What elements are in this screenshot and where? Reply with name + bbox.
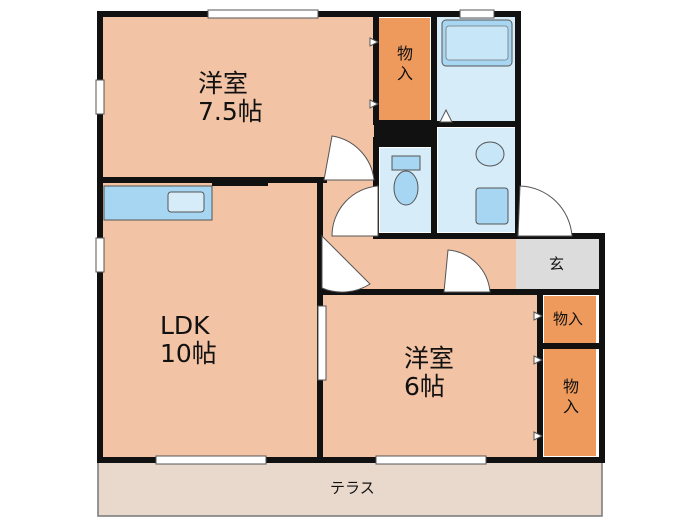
wall-block-a: [374, 120, 436, 146]
window-ldk-left: [95, 237, 105, 273]
closet-top-char1: 物: [396, 44, 413, 63]
closet-top-char2: 入: [396, 64, 413, 83]
sliding-door-ldk: [317, 305, 327, 381]
ldk-size: 10帖: [160, 339, 217, 368]
western-room-b-size: 6帖: [404, 372, 445, 401]
ldk-label: LDK 10帖: [160, 312, 217, 368]
bath-door-mark: [439, 108, 453, 123]
door-ldk: [321, 234, 371, 293]
window-ldk-bottom: [155, 455, 267, 465]
window-room-b-bottom: [375, 455, 487, 465]
door-room-a: [323, 135, 375, 181]
western-room-b-name: 洋室: [404, 344, 455, 373]
entrance-text: 玄: [549, 255, 565, 273]
ldk-fill: [100, 182, 320, 458]
entrance-fill: [516, 236, 600, 292]
door-toilet: [331, 185, 379, 237]
closet-low-char1: 物: [562, 377, 579, 396]
western-room-a-name: 洋室: [198, 69, 249, 98]
closet-mid-mark: [533, 311, 544, 321]
windows: [95, 9, 495, 465]
fixtures: [103, 19, 513, 225]
doors: [317, 135, 573, 381]
terrace-text: テラス: [330, 479, 375, 497]
western-room-a-size: 7.5帖: [198, 97, 263, 126]
closet-low-fill: [544, 348, 596, 456]
toilet-bowl: [393, 170, 419, 206]
western-room-a-fill: [100, 14, 374, 180]
closet-top-mark-1: [369, 37, 380, 47]
closet-low-mark-1: [533, 355, 544, 365]
closet-low-label: 物 入: [562, 377, 580, 417]
window-bath-top: [459, 9, 495, 19]
closet-low-char2: 入: [562, 397, 579, 416]
closet-mid-text: 物入: [553, 310, 584, 328]
wall-block-b: [212, 178, 268, 186]
door-room-b: [443, 249, 491, 293]
western-room-b-fill: [322, 294, 540, 458]
door-entrance: [517, 185, 573, 237]
closet-door-marks: [369, 37, 544, 441]
washbasin: [475, 141, 505, 167]
ldk-name: LDK: [160, 311, 210, 340]
closet-top-mark-2: [369, 99, 380, 109]
terrace-label: テラス: [330, 480, 375, 497]
kitchen-sink: [167, 191, 205, 213]
closet-top-label: 物 入: [396, 44, 414, 84]
washing-machine: [475, 187, 509, 225]
closet-mid-fill: [544, 296, 596, 344]
closet-top-fill: [378, 18, 430, 120]
entrance-label: 玄: [549, 256, 564, 273]
closet-low-mark-2: [533, 431, 544, 441]
window-room-a-left: [95, 79, 105, 115]
outer-wall: [97, 11, 605, 463]
bath-wash-area: [445, 25, 509, 61]
toilet-tank: [391, 155, 421, 171]
terrace-fill: [97, 461, 603, 517]
thick-wall-blocks: [212, 120, 436, 186]
window-room-a-top: [207, 9, 319, 19]
western-room-a-label: 洋室 7.5帖: [198, 70, 263, 126]
closet-mid-label: 物入: [553, 311, 583, 328]
western-room-b-label: 洋室 6帖: [404, 345, 454, 401]
